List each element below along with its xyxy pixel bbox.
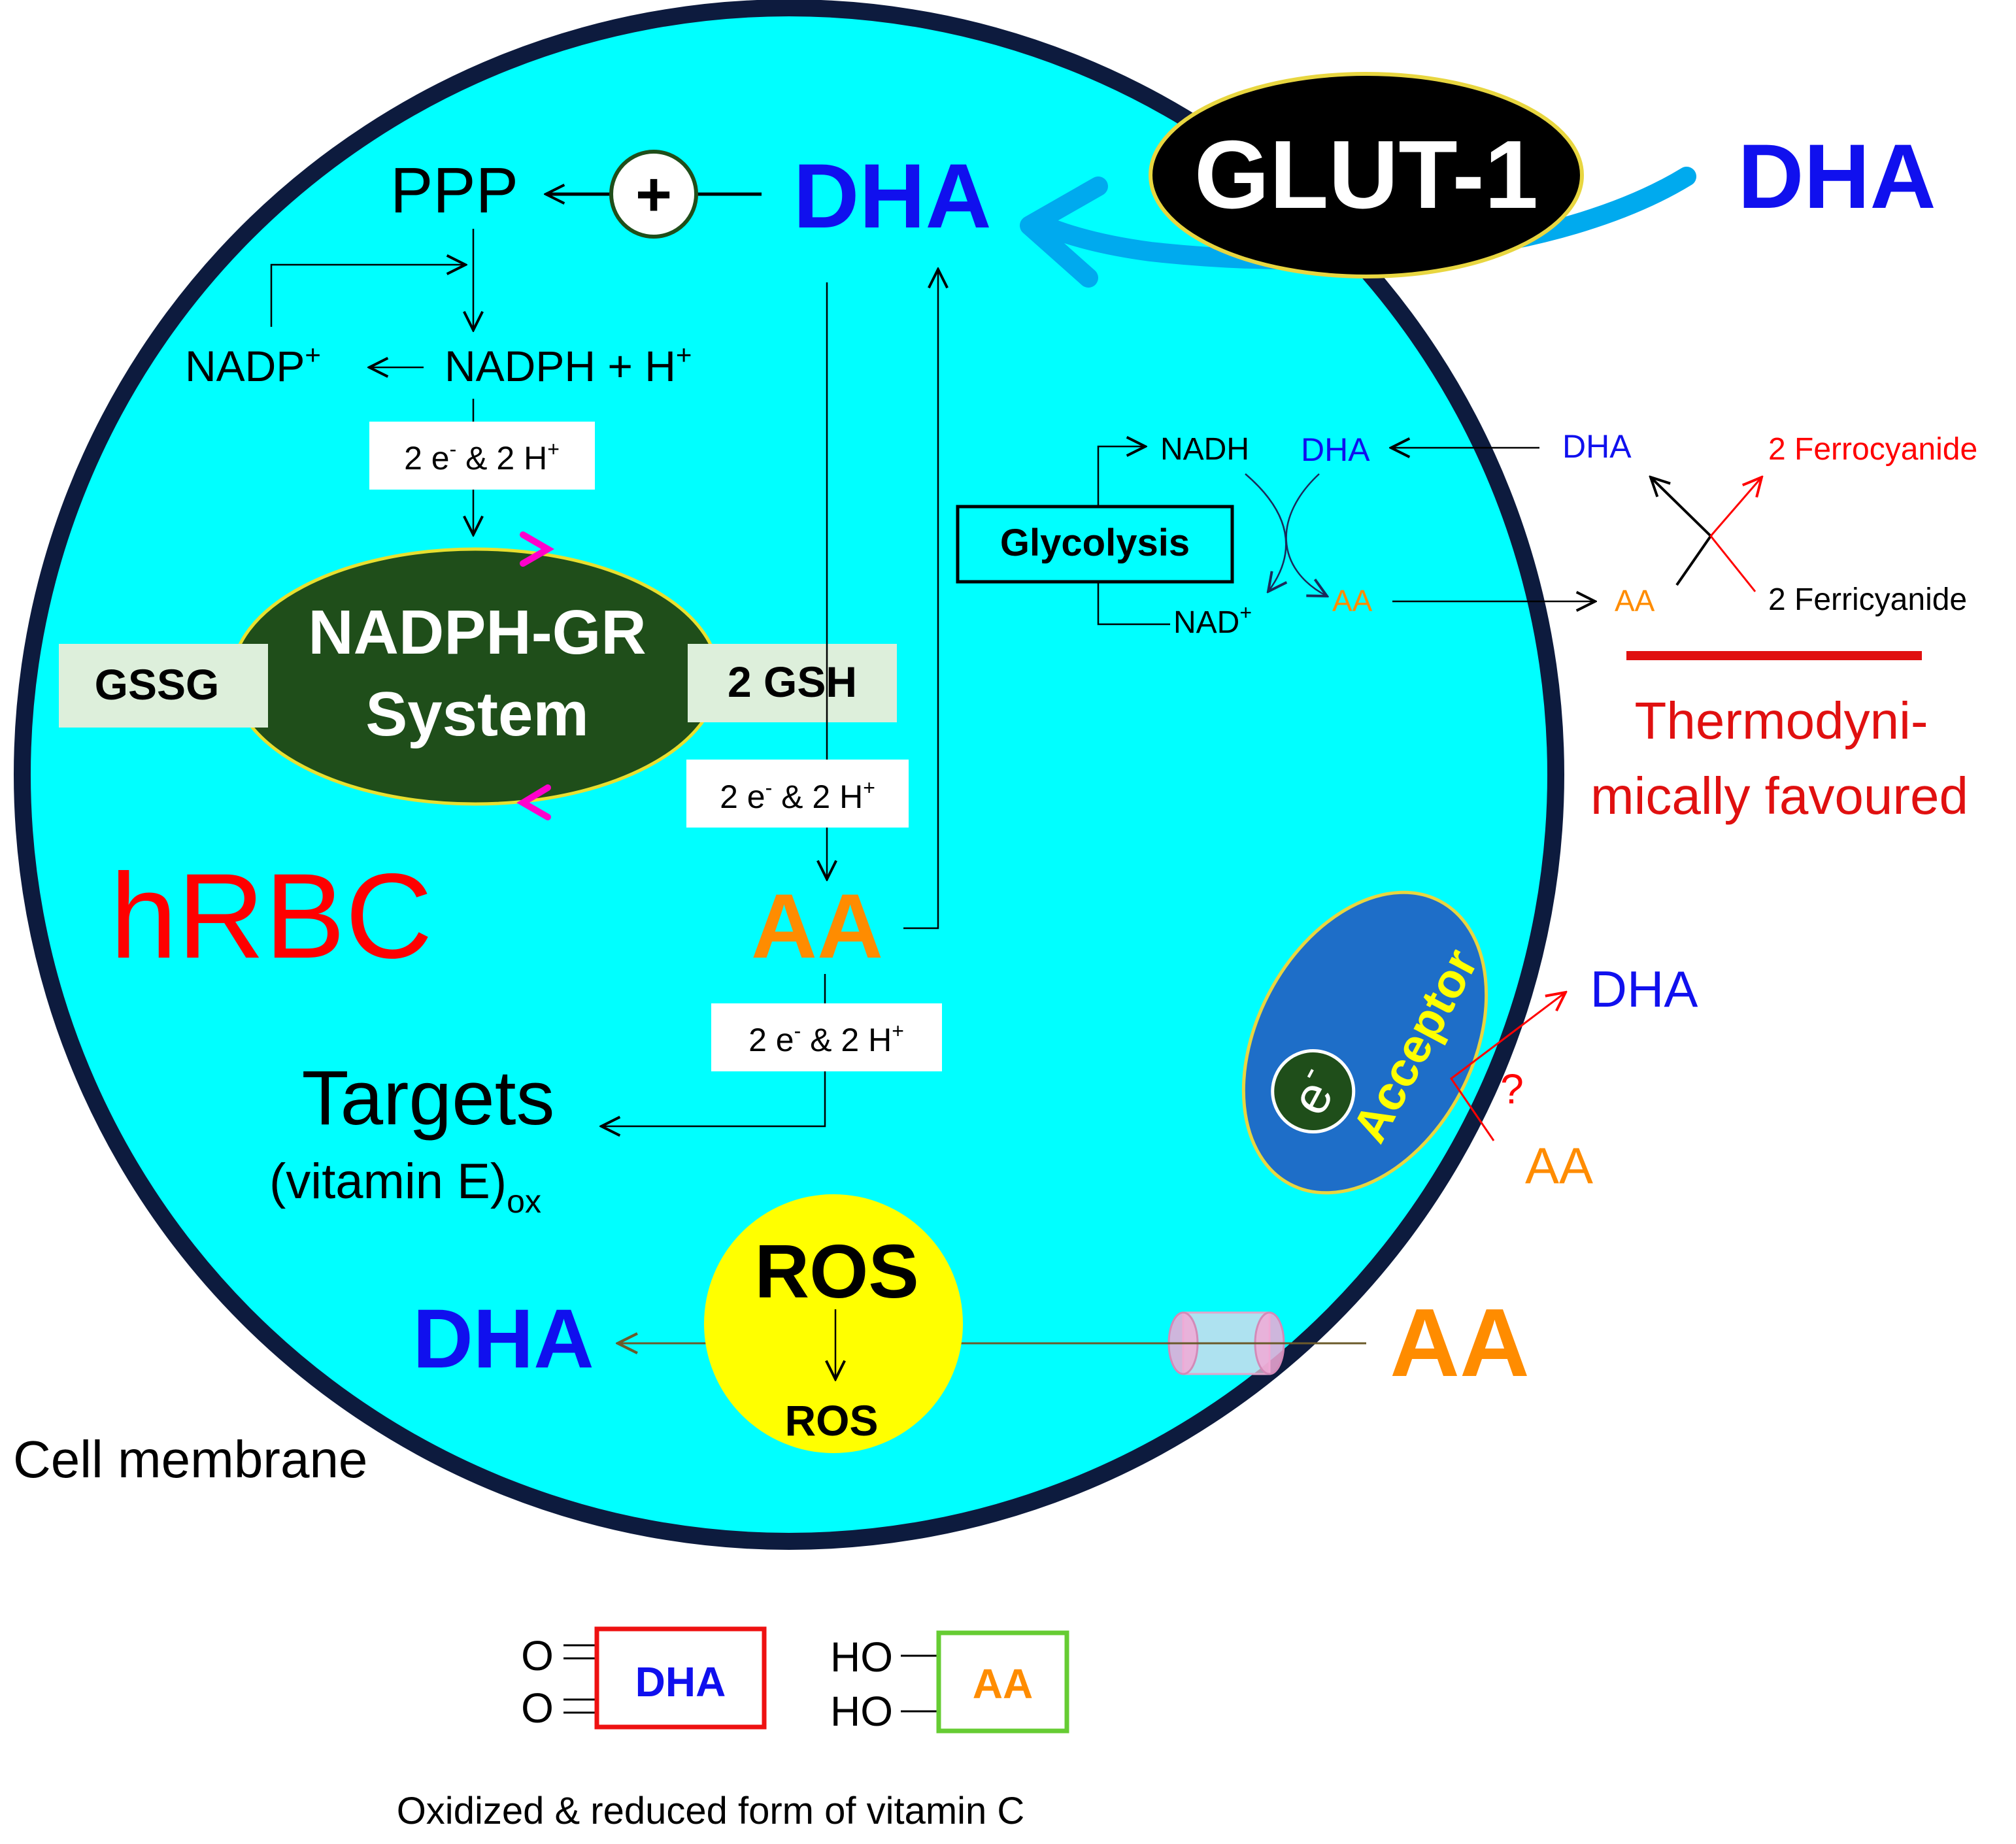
ferrocyanide-label: 2 Ferrocyanide: [1768, 432, 1977, 467]
glycolysis-label: Glycolysis: [1000, 522, 1190, 564]
nadp-recycle-arrow: [270, 265, 465, 327]
glycolysis-box: [956, 505, 1234, 584]
glut-1-label: GLUT-1: [1194, 121, 1538, 229]
nadh-label: NADH: [1160, 432, 1249, 467]
gsh-label: 2 GSH: [728, 658, 857, 706]
legend-aa-box: [936, 1630, 1069, 1734]
plus-activation-circle: [609, 150, 698, 239]
nadph-gr-label-line2: System: [365, 679, 589, 749]
electron-transfer-text-1: 2 e- & 2 H+: [404, 437, 560, 477]
hrbc-label: hRBC: [110, 849, 432, 984]
aa-acceptor: AA: [1525, 1137, 1593, 1194]
electron-transfer-text-2: 2 e- & 2 H+: [720, 776, 875, 815]
legend-aa-label: AA: [973, 1660, 1033, 1707]
gssg-box: [59, 644, 268, 728]
glut-transport-arrowhead: [1020, 176, 1108, 288]
ferri-to-ferro-reaction-arrow: [1709, 477, 1762, 592]
thermodynamic-label-line1: Thermodyni-: [1634, 692, 1928, 750]
nadph-gr-system: [230, 547, 720, 806]
legend-o-2: O: [521, 1685, 554, 1732]
aa-center: AA: [751, 875, 883, 977]
legend-o-1: O: [521, 1632, 554, 1679]
legend-dha-box: [594, 1626, 767, 1730]
ros-big-label: ROS: [754, 1229, 918, 1314]
glut-1-transporter: [1149, 72, 1584, 278]
electron-transfer-box-3: [711, 1003, 942, 1071]
ppp-label: PPP: [390, 154, 518, 226]
nad-label: NAD+: [1173, 601, 1252, 640]
dha-glycolysis: DHA: [1301, 431, 1370, 468]
electron-acceptor: e- Acceptor: [1241, 890, 1488, 1195]
aa-to-dha-reaction-arrow: [1651, 477, 1713, 586]
nadh-to-nad-curve: [1245, 473, 1286, 592]
legend-ho-2: HO: [830, 1688, 893, 1735]
dha-inside-top: DHA: [793, 144, 991, 247]
aa-glycolysis: AA: [1332, 584, 1373, 618]
cycle-arrowhead-top: [520, 531, 554, 567]
nadp-label: NADP+: [185, 339, 321, 390]
aa-to-targets-arrow: [601, 1071, 826, 1126]
legend-dha-label: DHA: [635, 1658, 726, 1705]
nadph-gr-label-line1: NADPH-GR: [308, 597, 646, 667]
legend-ho-1: HO: [830, 1634, 893, 1681]
nadph-label: NADPH + H+: [445, 339, 692, 390]
glycolysis-to-nadh-arrow: [1097, 446, 1145, 507]
cell-membrane-label: Cell membrane: [13, 1430, 367, 1488]
thermodynamic-label-line2: mically favoured: [1590, 767, 1968, 825]
aa-outside-bottom: AA: [1390, 1289, 1530, 1397]
cycle-arrowhead-bottom: [516, 784, 551, 820]
vitamin-e-label: (vitamin E)ox: [269, 1154, 541, 1220]
ros-circle: [704, 1194, 963, 1453]
legend-caption: Oxidized & reduced form of vitamin C: [397, 1790, 1025, 1832]
gssg-label: GSSG: [95, 660, 220, 709]
ros-small-label: ROS: [784, 1396, 878, 1445]
dha-ferro: DHA: [1562, 428, 1632, 465]
targets-label: Targets: [302, 1055, 555, 1141]
dha-bottom-left: DHA: [412, 1292, 594, 1386]
dha-to-aa-curve: [1285, 473, 1327, 596]
electron-transfer-box-1: [369, 422, 595, 490]
electron-transfer-box-2: [686, 760, 909, 828]
aa-to-dha-arrow: [903, 269, 938, 930]
dha-acceptor: DHA: [1590, 960, 1698, 1018]
aa-to-dha-acceptor-arrow: [1449, 992, 1566, 1141]
plus-activation-sign: +: [635, 159, 672, 229]
nad-to-glycolysis-line: [1097, 582, 1170, 626]
dha-outside-top: DHA: [1738, 125, 1936, 227]
gsh-box: [688, 644, 897, 722]
question-mark: ?: [1500, 1065, 1524, 1113]
electron-transfer-text-3: 2 e- & 2 H+: [748, 1019, 904, 1058]
ferricyanide-label: 2 Ferricyanide: [1768, 582, 1967, 617]
aa-ferro: AA: [1615, 584, 1655, 618]
